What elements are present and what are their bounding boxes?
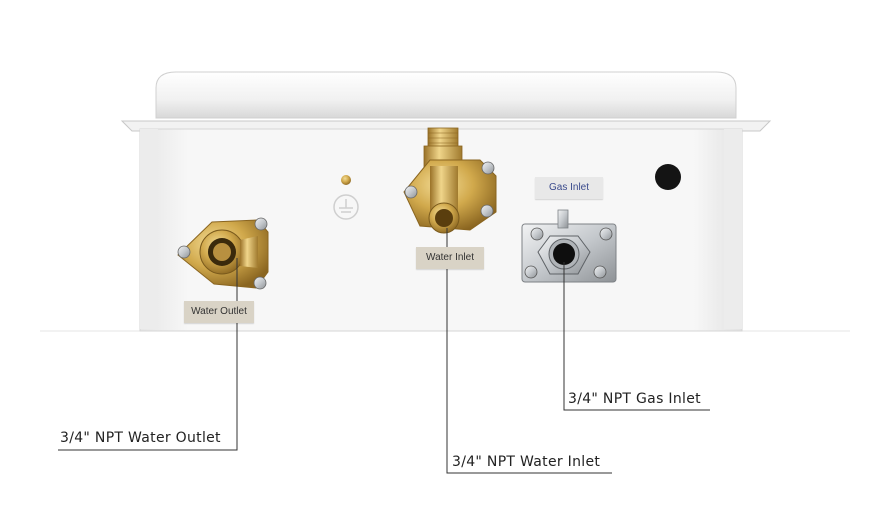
leader-water-inlet (446, 228, 612, 474)
callout-gas-inlet: 3/4" NPT Gas Inlet (568, 391, 701, 407)
ground-screw (341, 175, 351, 185)
water-outlet-tag: Water Outlet (184, 301, 254, 323)
callout-water-inlet: 3/4" NPT Water Inlet (452, 454, 601, 470)
body-right-edge (724, 129, 742, 329)
inlet-screw-3 (480, 204, 494, 218)
gas-screw-1 (530, 227, 544, 241)
outlet-screw-2 (254, 217, 268, 231)
gas-inlet-tag: Gas Inlet (535, 177, 603, 199)
leader-gas-inlet (563, 262, 710, 411)
gas-screw-4 (593, 265, 607, 279)
heater-lid (155, 71, 737, 119)
ground-symbol-icon (333, 194, 359, 220)
water-outlet-fitting (177, 217, 269, 290)
gas-screw-2 (599, 227, 613, 241)
inlet-screw-2 (481, 161, 495, 175)
gas-inlet-fitting (521, 209, 617, 283)
gas-screw-3 (524, 265, 538, 279)
water-inlet-fitting (403, 127, 497, 234)
water-inlet-tag: Water Inlet (416, 247, 484, 269)
vent-port (655, 164, 681, 190)
body-left-edge (140, 129, 158, 329)
outlet-screw-1 (177, 245, 191, 259)
outlet-screw-3 (253, 276, 267, 290)
callout-water-outlet: 3/4" NPT Water Outlet (60, 430, 221, 446)
inlet-screw-1 (404, 185, 418, 199)
